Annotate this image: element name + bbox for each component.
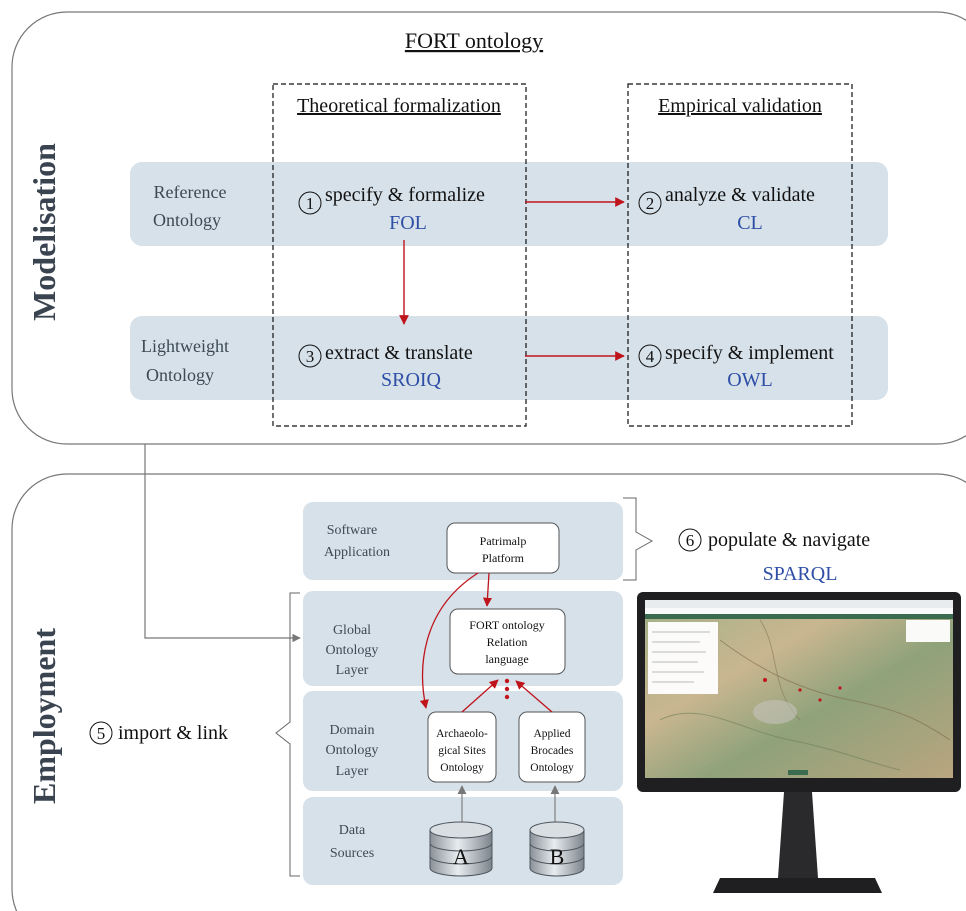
employment-side-label: Employment bbox=[26, 628, 62, 804]
patrimalp-platform-box bbox=[446, 522, 560, 574]
step-5-circle bbox=[89, 721, 113, 745]
global-label-3: Layer bbox=[336, 663, 369, 678]
step-3-circle bbox=[298, 344, 322, 368]
brocades-label-1: Applied bbox=[533, 728, 570, 740]
database-b-icon bbox=[529, 821, 585, 877]
database-b-label: B bbox=[550, 844, 565, 869]
fort-box-label-2: Relation bbox=[487, 635, 528, 649]
step-4-lang: OWL bbox=[727, 369, 773, 391]
arrow-brocades-to-fort bbox=[515, 680, 553, 713]
link-modelisation-to-global bbox=[144, 444, 301, 643]
lightweight-ontology-label-2: Ontology bbox=[146, 365, 214, 385]
step-6-text: populate & navigate bbox=[708, 529, 870, 551]
step-6-circle bbox=[678, 528, 702, 552]
empirical-column bbox=[627, 83, 853, 427]
reference-ontology-label-2: Ontology bbox=[153, 210, 221, 230]
step-6-number: 6 bbox=[686, 531, 695, 550]
fort-ontology-title: FORT ontology bbox=[405, 28, 543, 53]
archaeo-label-2: gical Sites bbox=[438, 745, 486, 757]
fort-ontology-box bbox=[449, 608, 566, 675]
step-4-number: 4 bbox=[646, 347, 655, 366]
patrimalp-label-1: Patrimalp bbox=[480, 534, 527, 548]
step-2-text: analyze & validate bbox=[665, 184, 815, 206]
fort-box-label-3: language bbox=[485, 652, 528, 666]
step-2-number: 2 bbox=[646, 194, 655, 213]
lightweight-ontology-label-1: Lightweight bbox=[141, 336, 229, 356]
monitor-illustration bbox=[637, 592, 961, 893]
step-6-brace bbox=[623, 497, 654, 581]
brocades-label-2: Brocades bbox=[531, 745, 574, 757]
data-sources-label-1: Data bbox=[339, 823, 366, 838]
step-3-lang: SROIQ bbox=[381, 369, 442, 391]
arrow-archaeo-to-fort bbox=[461, 679, 499, 713]
arrow-patrimalp-to-archaeo bbox=[419, 572, 479, 709]
step-5-brace bbox=[275, 592, 300, 877]
database-a-icon bbox=[429, 821, 493, 877]
patrimalp-label-2: Platform bbox=[482, 551, 525, 565]
step-2-lang: CL bbox=[737, 212, 763, 234]
software-label-1: Software bbox=[327, 523, 378, 538]
fort-box-label-1: FORT ontology bbox=[469, 618, 544, 632]
ellipsis-dot-3 bbox=[504, 694, 510, 700]
domain-label-3: Layer bbox=[336, 764, 369, 779]
global-label-1: Global bbox=[333, 623, 371, 638]
global-label-2: Ontology bbox=[326, 643, 379, 658]
theoretical-formalization-header: Theoretical formalization bbox=[297, 95, 501, 117]
data-sources-label-2: Sources bbox=[330, 846, 374, 861]
archaeo-label-3: Ontology bbox=[440, 762, 484, 774]
step-3-text: extract & translate bbox=[325, 342, 473, 364]
step-1-lang: FOL bbox=[389, 212, 427, 234]
reference-ontology-label-1: Reference bbox=[154, 182, 227, 202]
domain-label-2: Ontology bbox=[326, 743, 379, 758]
step-1-number: 1 bbox=[306, 194, 315, 213]
theoretical-column bbox=[272, 83, 527, 427]
step-1-circle bbox=[298, 191, 322, 215]
step-6-lang: SPARQL bbox=[763, 563, 838, 585]
modelisation-side-label: Modelisation bbox=[26, 143, 62, 321]
step-3-number: 3 bbox=[306, 347, 315, 366]
step-5-number: 5 bbox=[97, 724, 106, 743]
step-1-text: specify & formalize bbox=[325, 184, 485, 206]
reference-band bbox=[130, 162, 888, 246]
ellipsis-dot-2 bbox=[504, 686, 510, 692]
lightweight-band bbox=[130, 316, 888, 400]
step-4-text: specify & implement bbox=[665, 342, 834, 364]
archaeo-label-1: Archaeolo- bbox=[436, 728, 488, 740]
database-a-label: A bbox=[453, 844, 469, 869]
step-4-circle bbox=[638, 344, 662, 368]
step-2-circle bbox=[638, 191, 662, 215]
software-label-2: Application bbox=[324, 545, 390, 560]
domain-label-1: Domain bbox=[329, 723, 374, 738]
step-5-text: import & link bbox=[118, 722, 228, 744]
ellipsis-dot-1 bbox=[504, 678, 510, 684]
empirical-validation-header: Empirical validation bbox=[658, 95, 822, 117]
brocades-label-3: Ontology bbox=[530, 762, 574, 774]
arrow-patrimalp-to-fort bbox=[482, 572, 493, 607]
